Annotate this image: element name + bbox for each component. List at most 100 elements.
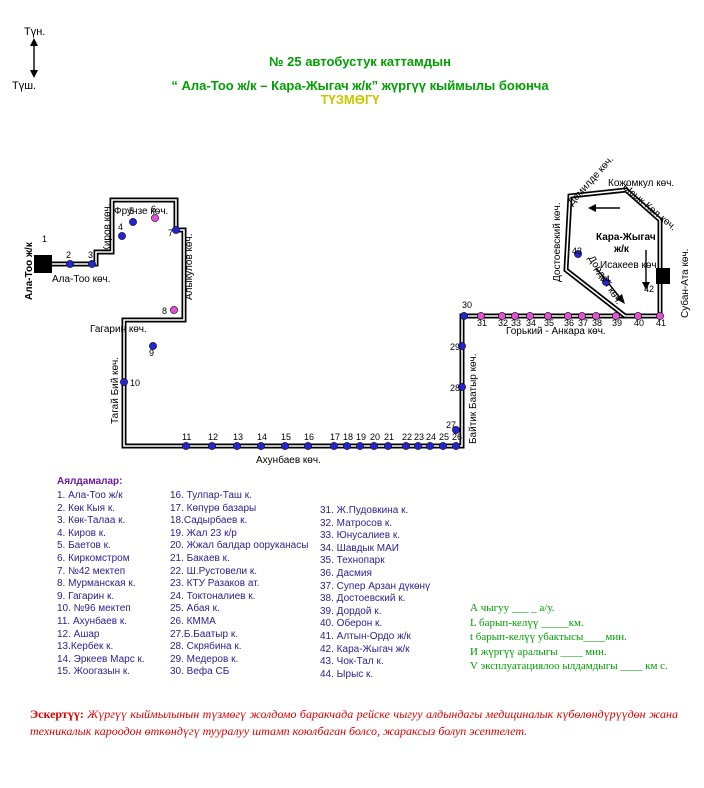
street-label-isakeev: Исакеев көч. (600, 260, 659, 271)
terminal-end-icon (656, 268, 670, 284)
stop-list-item: 28. Скрябина к. (170, 641, 242, 653)
stop-list-item: 35. Технопарк (320, 555, 385, 567)
stop-list-item: 33. Юнусалиев к. (320, 530, 400, 542)
stop-list-item: 32. Матросов к. (320, 517, 393, 529)
stop-marker (458, 342, 466, 350)
compass-north-label: Түн. (24, 26, 46, 38)
stop-number-label: 10 (130, 378, 140, 388)
stop-list-item: 11. Ахунбаев к. (57, 615, 127, 627)
stop-number-label: 18 (343, 432, 353, 442)
stop-list-item: 36. Дасмия (320, 567, 372, 579)
stop-marker (172, 226, 180, 234)
stop-list-item: 24. Токтоналиев к. (170, 590, 256, 602)
stop-number-label: 13 (233, 432, 243, 442)
stop-marker (602, 278, 610, 286)
stop-number-label: 1 (42, 234, 47, 244)
stop-marker (544, 312, 552, 320)
formula-line: А чыгуу ___ _ а/у. (470, 602, 555, 614)
stop-list-item: 3. Көк-Талаа к. (57, 515, 126, 527)
stop-marker (526, 312, 534, 320)
stop-marker (330, 442, 338, 450)
stop-marker (414, 442, 422, 450)
street-label-suban-ata: Субан-Ата көч. (679, 249, 691, 318)
stop-number-label: 4 (118, 222, 123, 232)
stop-marker (208, 442, 216, 450)
stop-marker (574, 250, 582, 258)
stop-list-item: 40. Оберон к. (320, 618, 383, 630)
stop-list-item: 19. Жал 23 к/р (170, 527, 237, 539)
stop-list-item: 21. Бакаев к. (170, 552, 230, 564)
formula-line: И жүргүү аралыгы ____ мин. (470, 645, 607, 658)
stop-list-item: 25. Абая к. (170, 603, 220, 615)
stops-header: Аялдамалар: (57, 476, 123, 487)
stop-number-label: 27 (446, 420, 456, 430)
stop-number-label: 14 (257, 432, 267, 442)
stop-list-item: 14. Эркеев Марс к. (57, 653, 145, 665)
terminal-end-label-2: ж/к (613, 244, 630, 255)
stop-marker (281, 442, 289, 450)
stop-list-item: 5. Баетов к. (57, 540, 111, 552)
stop-list-item: 34. Шавдык МАИ (320, 542, 399, 554)
stop-list-item: 17. Көпүрө базары (170, 502, 257, 514)
street-label-kojomkul: Кожомкул көч. (608, 178, 674, 189)
terminal-end-label-1: Кара-Жыгач (596, 232, 656, 243)
stop-number-label: 38 (592, 318, 602, 328)
formula-line: t барып-келүү убактысы____мин. (470, 631, 627, 644)
stop-marker (578, 312, 586, 320)
stop-marker (439, 442, 447, 450)
stop-marker (66, 260, 74, 268)
stop-marker (233, 442, 241, 450)
stop-list-item: 38. Достоевский к. (320, 593, 406, 605)
stop-marker (564, 312, 572, 320)
stop-number-label: 41 (656, 318, 666, 328)
stop-marker (592, 312, 600, 320)
stop-number-label: 44 (600, 274, 610, 284)
stop-marker (426, 442, 434, 450)
stop-number-label: 7 (168, 228, 173, 238)
route-title: № 25 автобустук каттамдын (269, 54, 451, 69)
route-loop-inner (565, 189, 661, 317)
stop-marker (656, 312, 664, 320)
stop-number-label: 8 (162, 306, 167, 316)
street-label-frunze: Фрунзе көч. (114, 206, 168, 217)
stop-list-item: 31. Ж.Пудовкина к. (320, 505, 409, 516)
stop-marker (452, 426, 460, 434)
stop-number-label: 16 (304, 432, 314, 442)
stop-number-label: 39 (612, 318, 622, 328)
street-label-gorkiy-ankara: Горький - Анкара көч. (506, 326, 606, 337)
compass-arrow-icon (30, 38, 38, 78)
stop-number-label: 32 (498, 318, 508, 328)
route-subtitle: “ Ала-Тоо ж/к – Кара-Жыгач ж/к” жүргүү к… (171, 78, 549, 93)
stop-list-item: 15. Жоогазын к. (57, 666, 131, 678)
stop-number-label: 40 (634, 318, 644, 328)
stop-list-item: 18.Садырбаев к. (170, 515, 248, 527)
stop-marker (452, 442, 460, 450)
stop-number-label: 36 (564, 318, 574, 328)
stop-number-label: 22 (402, 432, 412, 442)
stop-marker (498, 312, 506, 320)
stop-list-item: 37. Супер Арзан дүкөнү (320, 580, 431, 592)
street-label-tagay-biy: Тагай Бий көч. (110, 357, 121, 424)
route-map: Ала-Тоо ж/к Кара-Жыгач ж/к Ала-Тоо көч. … (24, 154, 691, 466)
stop-number-label: 23 (414, 432, 424, 442)
stop-number-label: 43 (572, 246, 582, 256)
stop-number-label: 35 (544, 318, 554, 328)
stop-marker (460, 312, 468, 320)
stop-number-label: 26 (452, 432, 462, 442)
stop-list-item: 20. Жжал балдар ооруканасы (170, 540, 309, 552)
stop-number-label: 9 (149, 348, 154, 358)
stop-number-label: 17 (330, 432, 340, 442)
stop-marker (511, 312, 519, 320)
stop-number-label: 5 (129, 206, 134, 216)
stop-list-item: 26. КММА (170, 615, 216, 627)
street-label-baytik-baatyr: Байтик Баатыр көч. (468, 353, 479, 444)
street-label-alykulov: Алыкулов көч. (184, 234, 195, 300)
stop-number-label: 24 (426, 432, 436, 442)
stop-list-item: 42. Кара-Жыгач ж/к (320, 643, 410, 655)
stop-marker (170, 306, 178, 314)
stop-marker (129, 218, 137, 226)
stop-marker (612, 312, 620, 320)
stop-marker (149, 342, 157, 350)
